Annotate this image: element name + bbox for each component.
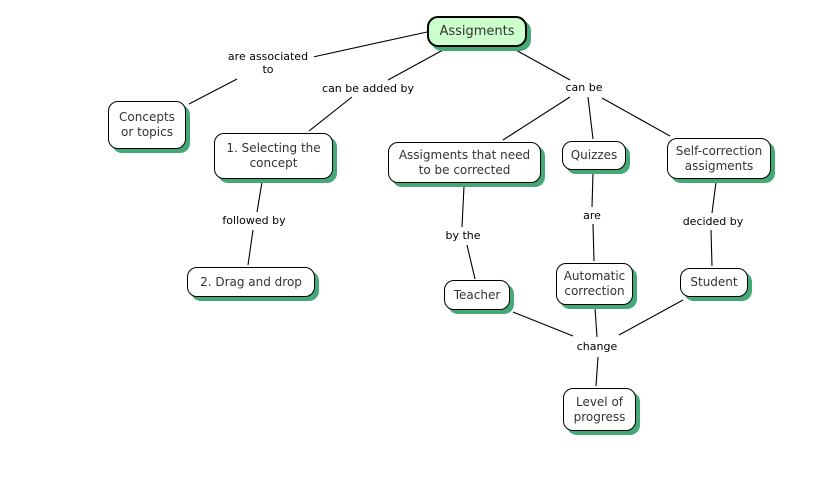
connector-can-be-added-to-selecting xyxy=(308,96,353,132)
node-automatic-correction[interactable]: Automatic correction xyxy=(556,263,633,305)
connector-assigments-to-are-associated xyxy=(312,31,428,58)
connector-assigments-to-can-be-added xyxy=(387,49,444,81)
node-student[interactable]: Student xyxy=(680,268,748,297)
node-drag-and-drop[interactable]: 2. Drag and drop xyxy=(187,267,315,297)
connector-quizzes-to-are xyxy=(591,172,594,208)
linking-phrase-are[interactable]: are xyxy=(577,209,607,222)
node-assigments[interactable]: Assigments xyxy=(427,16,527,47)
node-assigments-to-be-corrected[interactable]: Assigments that need to be corrected xyxy=(388,142,541,183)
node-concepts-or-topics[interactable]: Concepts or topics xyxy=(108,101,186,149)
linking-phrase-can-be-added-by[interactable]: can be added by xyxy=(318,82,418,95)
node-self-correction-assigments[interactable]: Self-correction assigments xyxy=(667,138,771,179)
connector-self-correction-to-decided xyxy=(711,181,717,214)
linking-phrase-can-be[interactable]: can be xyxy=(559,81,609,94)
linking-phrase-change[interactable]: change xyxy=(572,340,622,353)
connector-assigments-to-can-be xyxy=(513,48,571,81)
connector-are-associated-to-concepts xyxy=(188,78,238,105)
node-level-of-progress[interactable]: Level of progress xyxy=(563,388,636,431)
linking-phrase-are-associated-to[interactable]: are associated to xyxy=(222,50,314,76)
connector-followed-by-to-drag-drop xyxy=(247,229,254,266)
node-selecting-the-concept[interactable]: 1. Selecting the concept xyxy=(214,133,333,179)
linking-phrase-decided-by[interactable]: decided by xyxy=(679,215,747,228)
connector-selecting-to-followed-by xyxy=(256,181,263,213)
linking-phrase-followed-by[interactable]: followed by xyxy=(219,214,289,227)
linking-phrase-by-the[interactable]: by the xyxy=(441,229,485,242)
connector-are-to-automatic xyxy=(592,223,595,262)
connector-decided-to-student xyxy=(710,229,713,267)
connector-change-to-level xyxy=(595,356,599,387)
connector-corrected-to-by-the xyxy=(461,185,465,228)
connector-can-be-to-quizzes xyxy=(587,96,594,140)
connector-teacher-to-change xyxy=(512,311,574,337)
node-teacher[interactable]: Teacher xyxy=(444,280,510,310)
connector-can-be-to-self-correction xyxy=(601,97,671,137)
connector-can-be-to-corrected xyxy=(502,96,571,141)
node-quizzes[interactable]: Quizzes xyxy=(562,141,626,170)
connector-by-the-to-teacher xyxy=(466,244,476,280)
connector-automatic-to-change xyxy=(594,307,598,338)
connector-student-to-change xyxy=(618,299,684,336)
